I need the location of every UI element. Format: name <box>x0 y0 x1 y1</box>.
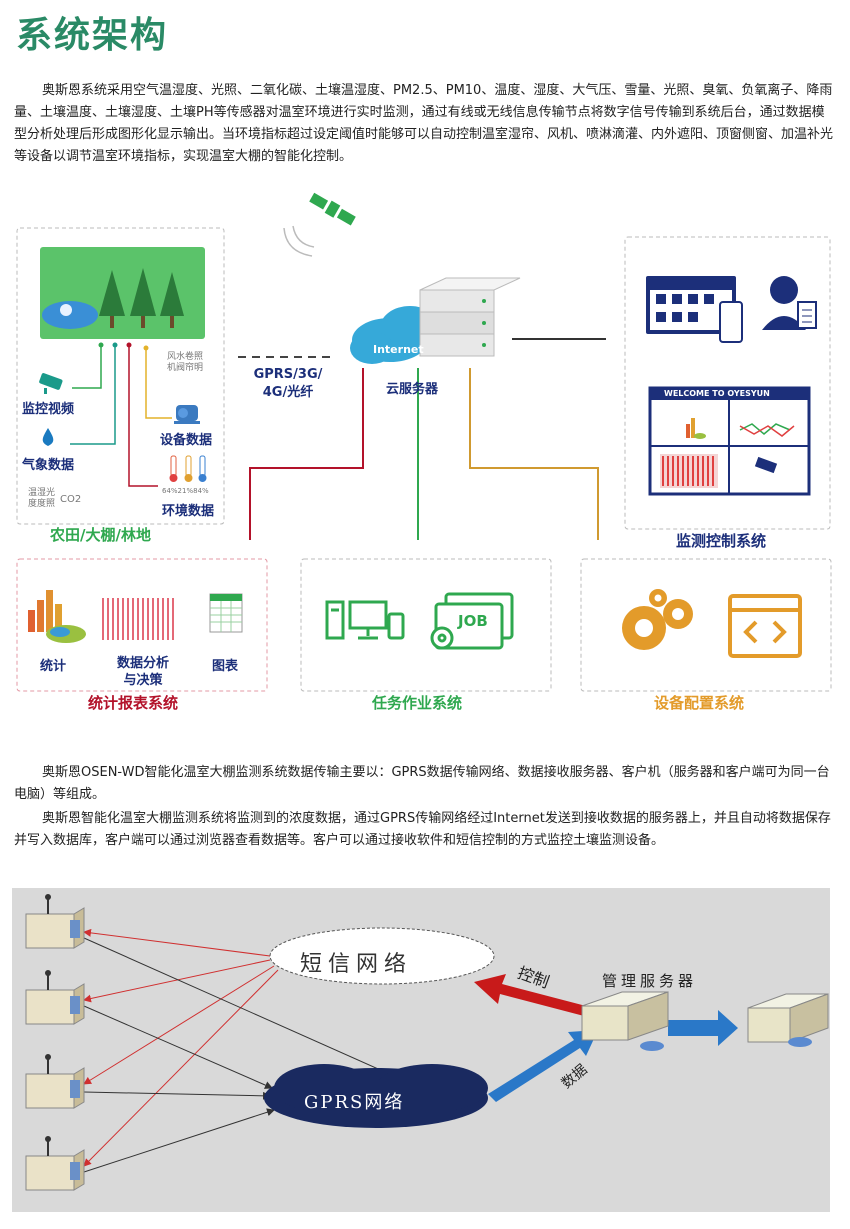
tree-icon <box>160 272 184 316</box>
farm-box <box>16 227 225 525</box>
water-drop-icon <box>42 428 54 446</box>
config-link-line <box>469 368 599 540</box>
process-paragraph: 奥斯恩智能化温室大棚监测系统将监测到的浓度数据，通过GPRS传输网络经过Inte… <box>14 811 831 848</box>
gprs-network-label: GPRS网络 <box>304 1092 405 1113</box>
task-box <box>300 558 552 692</box>
chart-label: 图表 <box>212 659 239 674</box>
pond-icon <box>42 301 98 329</box>
data-arrow-icon <box>488 1030 598 1102</box>
farm-title: 农田/大棚/林地 <box>50 526 151 544</box>
cloud-server-label: 云服务器 <box>386 382 439 397</box>
network-diagram: 短信网络 GPRS网络 管理服务器 控制 数据 <box>12 888 830 1212</box>
tree-icon <box>99 270 125 316</box>
monitor-video-label: 监控视频 <box>22 402 75 417</box>
code-window-icon <box>728 594 802 658</box>
field-device-icon <box>25 970 85 1025</box>
architecture-diagram <box>16 192 832 692</box>
dashboard-icon <box>646 276 743 343</box>
env-data-label: 环境数据 <box>162 504 215 519</box>
gears-icon <box>622 589 693 650</box>
sms-cloud-icon <box>269 927 495 985</box>
link-label: GPRS/3G/ 4G/光纤 <box>253 367 323 400</box>
task-system-title: 任务作业系统 <box>372 694 463 712</box>
config-system-title: 设备配置系统 <box>654 694 745 712</box>
data-analysis-grid <box>102 598 174 640</box>
tree-icon <box>130 268 156 316</box>
management-server-label: 管理服务器 <box>602 972 698 990</box>
page-title: 系统架构 <box>16 15 169 56</box>
bar-chart-icon <box>28 590 86 643</box>
weather-small-text: 温湿光 度度照 <box>28 488 56 509</box>
job-text: JOB <box>458 612 488 630</box>
config-box <box>580 558 832 692</box>
transport-paragraph: 奥斯恩OSEN-WD智能化温室大棚监测系统数据传输主要以：GPRS数据传输网络、… <box>14 765 830 802</box>
management-server-icon <box>581 991 669 1051</box>
stats-system-title: 统计报表系统 <box>88 694 179 712</box>
welcome-text: WELCOME TO OYESYUN <box>664 389 770 398</box>
server-arrow-icon <box>668 1010 738 1046</box>
cloud-server-icon <box>350 277 521 364</box>
database-server-icon <box>747 993 829 1047</box>
stat-label: 统计 <box>40 659 67 674</box>
monitor-screen <box>648 386 811 496</box>
env-small-text: 64%21%84% <box>162 487 209 495</box>
monitor-box <box>624 236 831 530</box>
operator-icon <box>762 276 817 330</box>
control-arrow-icon <box>474 974 586 1016</box>
satellite-icon <box>309 192 356 226</box>
job-icon <box>430 592 514 650</box>
co2-text: CO2 <box>60 494 82 505</box>
stats-link-line <box>249 368 364 540</box>
sms-network-label: 短信网络 <box>300 952 413 977</box>
intro-paragraph: 奥斯恩系统采用空气温湿度、光照、二氧化碳、土壤温湿度、PM2.5、PM10、温度… <box>14 83 834 164</box>
computer-icon <box>325 600 405 640</box>
equipment-small-text: 风水卷照 机阀帘明 <box>167 352 204 373</box>
field-device-icon <box>25 1136 85 1191</box>
camera-icon <box>39 373 63 394</box>
thermometer-icon <box>169 455 207 482</box>
stats-box <box>16 558 268 692</box>
field-device-icon <box>25 894 85 949</box>
equipment-data-label: 设备数据 <box>160 433 213 448</box>
weather-data-label: 气象数据 <box>22 458 75 473</box>
field-device-icon <box>25 1054 85 1109</box>
spreadsheet-icon <box>209 593 243 633</box>
gprs-cloud-icon <box>264 1064 488 1128</box>
analysis-label: 数据分析 与决策 <box>116 656 169 688</box>
monitor-system-title: 监测控制系统 <box>676 532 767 550</box>
internet-label: Internet <box>373 343 424 356</box>
motor-icon <box>174 405 200 424</box>
